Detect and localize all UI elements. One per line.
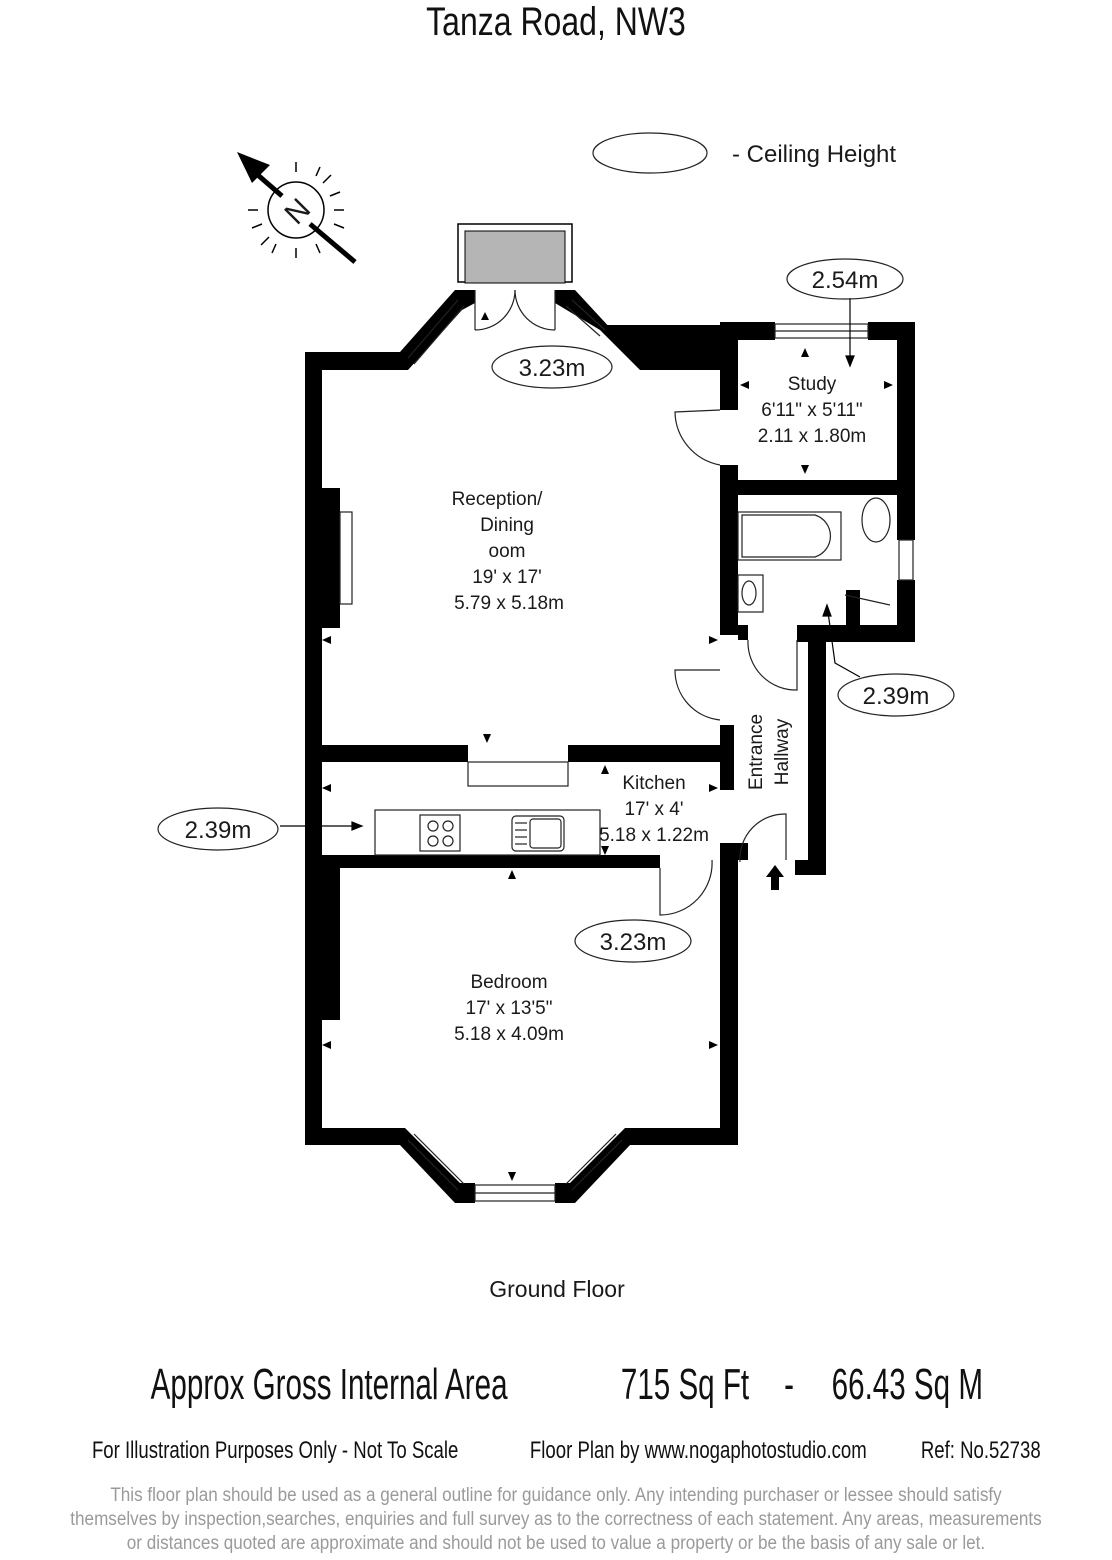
floor-label: Ground Floor <box>489 1276 625 1302</box>
windows <box>339 299 914 1202</box>
disclaimer-line: themselves by inspection,searches, enqui… <box>70 1509 1042 1530</box>
room-label-reception: Reception/ Dining oom 19' x 17' 5.79 x 5… <box>452 489 564 614</box>
compass-icon: N <box>237 152 357 264</box>
credit: Floor Plan by www.nogaphotostudio.com <box>529 1437 867 1464</box>
ceiling-height-bedroom: 3.23m <box>574 919 692 963</box>
svg-text:17' x 13'5": 17' x 13'5" <box>466 998 553 1019</box>
gross-internal-area: Approx Gross Internal Area 715 Sq Ft - 6… <box>0 1360 1112 1410</box>
svg-text:5.18 x 4.09m: 5.18 x 4.09m <box>454 1024 564 1045</box>
room-label-study: Study 6'11" x 5'11" 2.11 x 1.80m <box>758 374 866 447</box>
svg-text:5.79 x 5.18m: 5.79 x 5.18m <box>454 593 564 614</box>
svg-text:17' x 4': 17' x 4' <box>624 799 683 820</box>
svg-text:19' x 17': 19' x 17' <box>472 567 542 588</box>
svg-text:Study: Study <box>788 374 837 395</box>
reference-number: Ref: No.52738 <box>921 1437 1041 1464</box>
room-label-kitchen: Kitchen 17' x 4' 5.18 x 1.22m <box>599 773 709 846</box>
doors <box>474 289 891 916</box>
area-sqft: 715 Sq Ft <box>621 1360 750 1409</box>
area-separator: - <box>784 1360 795 1409</box>
ceiling-height-bathroom: 2.39m <box>837 673 955 717</box>
svg-text:Entrance: Entrance <box>746 714 767 790</box>
property-title: Tanza Road, NW3 <box>426 0 686 44</box>
svg-text:3.23m: 3.23m <box>600 929 667 956</box>
room-label-hallway: Entrance Hallway <box>746 714 793 790</box>
svg-text:oom: oom <box>489 541 526 562</box>
area-sqm: 66.43 Sq M <box>832 1360 984 1409</box>
disclaimer: This floor plan should be used as a gene… <box>0 1484 1112 1556</box>
svg-text:5.18 x 1.22m: 5.18 x 1.22m <box>599 825 709 846</box>
ceiling-height-kitchen: 2.39m <box>157 807 279 851</box>
svg-text:6'11" x 5'11": 6'11" x 5'11" <box>761 400 862 421</box>
entrance-arrow-icon <box>766 865 784 890</box>
dimension-markers <box>322 312 893 1181</box>
svg-text:Kitchen: Kitchen <box>622 773 685 794</box>
disclaimer-line: or distances quoted are approximate and … <box>126 1533 986 1554</box>
ceiling-height-study: 2.54m <box>786 258 904 300</box>
svg-text:2.39m: 2.39m <box>863 683 930 710</box>
disclaimer-line: This floor plan should be used as a gene… <box>110 1485 1002 1506</box>
svg-text:2.54m: 2.54m <box>812 267 879 294</box>
illustration-notice: For Illustration Purposes Only - Not To … <box>91 1437 459 1464</box>
svg-text:Bedroom: Bedroom <box>470 972 547 993</box>
svg-text:Hallway: Hallway <box>772 718 793 785</box>
fixtures <box>374 497 891 856</box>
walls <box>305 290 915 1203</box>
legend-ellipse <box>592 132 708 174</box>
room-label-bedroom: Bedroom 17' x 13'5" 5.18 x 4.09m <box>454 972 564 1045</box>
svg-text:Dining: Dining <box>480 515 534 536</box>
floor-plan: - Ceiling Height N <box>157 132 955 1302</box>
svg-text:3.23m: 3.23m <box>519 355 586 382</box>
legend-label: - Ceiling Height <box>732 141 896 168</box>
ceiling-height-reception: 3.23m <box>491 345 613 389</box>
svg-text:2.11 x 1.80m: 2.11 x 1.80m <box>758 426 866 447</box>
svg-text:2.39m: 2.39m <box>185 817 252 844</box>
footer-notice: For Illustration Purposes Only - Not To … <box>0 1437 1112 1465</box>
svg-text:Reception/: Reception/ <box>452 489 544 510</box>
area-label: Approx Gross Internal Area <box>150 1360 508 1409</box>
